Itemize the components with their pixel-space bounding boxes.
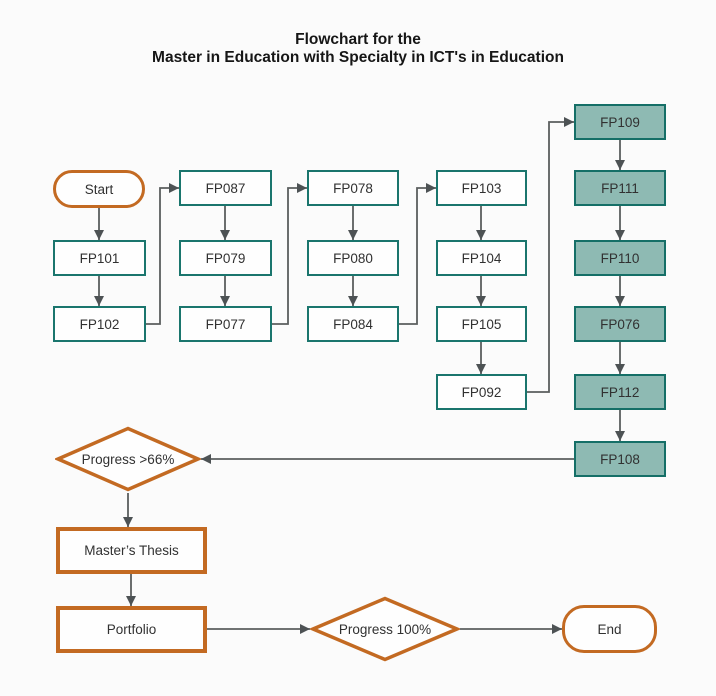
node-fp104: FP104: [436, 240, 527, 276]
node-end: End: [562, 605, 657, 653]
node-fp109: FP109: [574, 104, 666, 140]
node-fp087: FP087: [179, 170, 272, 206]
node-fp108-label: FP108: [600, 451, 640, 467]
node-fp112-label: FP112: [600, 384, 640, 400]
node-fp084-label: FP084: [333, 316, 373, 332]
title-line-2: Master in Education with Specialty in IC…: [152, 49, 564, 66]
node-fp111-label: FP111: [601, 180, 639, 196]
edge-fp092-fp109: [527, 117, 574, 393]
node-masters-thesis-label: Master’s Thesis: [84, 543, 179, 558]
node-fp101: FP101: [53, 240, 146, 276]
node-fp109-label: FP109: [600, 114, 640, 130]
node-fp105-label: FP105: [461, 316, 502, 332]
node-fp102: FP102: [53, 306, 146, 342]
node-fp077-label: FP077: [205, 316, 246, 332]
node-fp112: FP112: [574, 374, 666, 410]
node-fp080-label: FP080: [333, 250, 373, 266]
node-fp108: FP108: [574, 441, 666, 477]
node-start: Start: [53, 170, 145, 208]
node-fp078-label: FP078: [333, 180, 373, 196]
node-fp104-label: FP104: [461, 250, 502, 266]
node-fp101-label: FP101: [79, 250, 120, 266]
node-fp080: FP080: [307, 240, 399, 276]
node-fp077: FP077: [179, 306, 272, 342]
node-progress-66-label: Progress >66%: [81, 451, 175, 467]
node-fp092: FP092: [436, 374, 527, 410]
node-masters-thesis: Master’s Thesis: [56, 527, 207, 574]
node-fp084: FP084: [307, 306, 399, 342]
diamond-outline: [310, 596, 460, 662]
node-fp079: FP079: [179, 240, 272, 276]
node-fp110: FP110: [574, 240, 666, 276]
node-fp076: FP076: [574, 306, 666, 342]
node-fp103-label: FP103: [461, 180, 502, 196]
node-fp110-label: FP110: [600, 250, 640, 266]
diamond-shape: [310, 596, 460, 662]
diamond-shape: [55, 426, 201, 492]
node-portfolio: Portfolio: [56, 606, 207, 653]
diamond-outline: [55, 426, 201, 492]
node-progress-100: Progress 100%: [310, 595, 460, 663]
node-progress-100-label: Progress 100%: [338, 621, 432, 637]
node-fp076-label: FP076: [600, 316, 640, 332]
node-start-label: Start: [84, 181, 114, 197]
node-progress-66: Progress >66%: [55, 425, 201, 493]
node-end-label: End: [597, 621, 622, 637]
edge-fp084-fp103: [399, 183, 436, 325]
node-fp105: FP105: [436, 306, 527, 342]
node-portfolio-label: Portfolio: [106, 622, 157, 637]
title-line-1: Flowchart for the: [295, 31, 421, 48]
node-fp087-label: FP087: [205, 180, 246, 196]
node-fp102-label: FP102: [79, 316, 120, 332]
node-fp079-label: FP079: [205, 250, 246, 266]
node-fp103: FP103: [436, 170, 527, 206]
node-fp078: FP078: [307, 170, 399, 206]
node-fp111: FP111: [574, 170, 666, 206]
page-title: Flowchart for the Master in Education wi…: [0, 31, 716, 67]
edge-fp077-fp078: [272, 183, 307, 325]
edge-fp102-fp087: [146, 183, 179, 325]
node-fp092-label: FP092: [461, 384, 502, 400]
